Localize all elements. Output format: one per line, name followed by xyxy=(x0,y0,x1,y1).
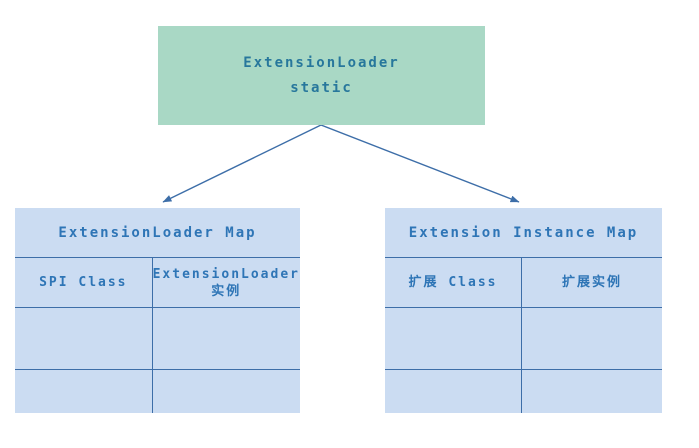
table-row xyxy=(385,370,662,413)
extension-instance-map-table: Extension Instance Map 扩展 Class 扩展实例 xyxy=(385,208,662,413)
column-header-extension-instance: 扩展实例 xyxy=(561,275,622,290)
arrow-to-right-table xyxy=(320,124,520,203)
arrow-to-left-table xyxy=(162,124,322,203)
table-cell xyxy=(522,308,662,369)
table-row xyxy=(385,308,662,370)
column-header-spi-class: SPI Class xyxy=(15,258,153,307)
table-cell xyxy=(153,308,300,369)
root-node-label: ExtensionLoader static xyxy=(243,54,400,96)
table-cell xyxy=(15,308,153,369)
table-header-row: 扩展 Class 扩展实例 xyxy=(385,258,662,308)
table-title: ExtensionLoader Map xyxy=(15,208,300,258)
column-header-extensionloader-instance: ExtensionLoader 实例 xyxy=(152,266,300,299)
table-cell xyxy=(522,370,662,413)
table-cell xyxy=(385,308,522,369)
extensionloader-static-node: ExtensionLoader static xyxy=(158,26,485,125)
table-row xyxy=(15,308,300,370)
table-cell xyxy=(15,370,153,413)
table-cell xyxy=(385,370,522,413)
extensionloader-map-table: ExtensionLoader Map SPI Class ExtensionL… xyxy=(15,208,300,413)
table-title: Extension Instance Map xyxy=(385,208,662,258)
table-cell xyxy=(153,370,300,413)
table-row xyxy=(15,370,300,413)
table-header-row: SPI Class ExtensionLoader 实例 xyxy=(15,258,300,308)
column-header-extension-class: 扩展 Class xyxy=(385,258,522,307)
